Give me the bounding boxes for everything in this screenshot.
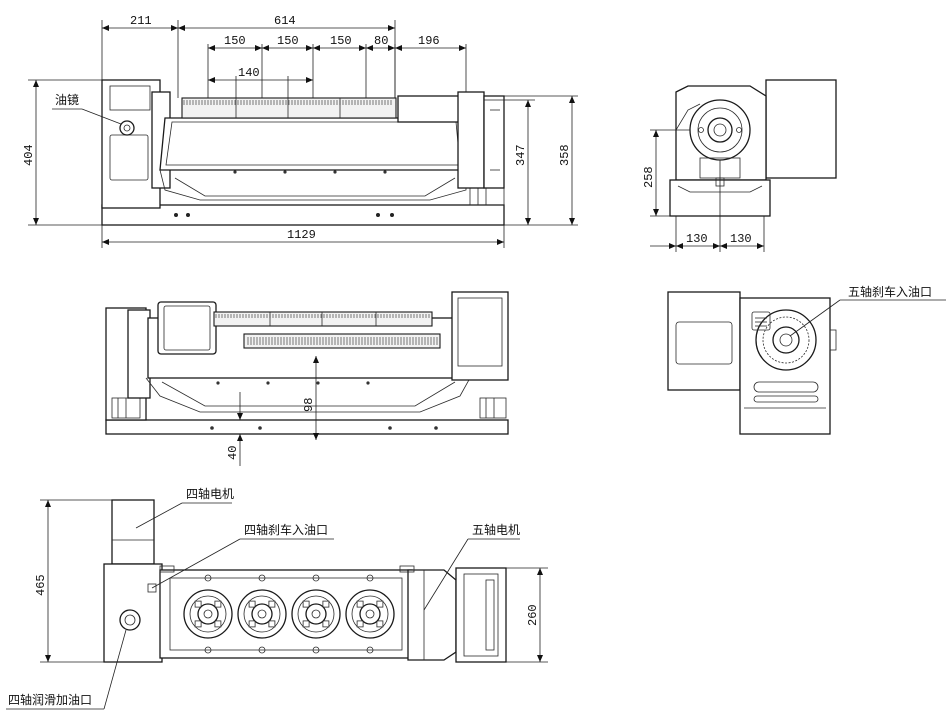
dim-150-a: 150 (224, 34, 246, 48)
lube-oil-inlet (119, 609, 141, 631)
label-fourth-axis-brake-oil-inlet: 四轴刹车入油口 (244, 522, 328, 537)
rear-motor (157, 301, 217, 355)
rear-elevation-view: 98 40 (105, 291, 509, 466)
dim-347: 347 (514, 144, 528, 166)
dim-258: 258 (642, 166, 656, 188)
brake-oil-inlet-fitting (751, 311, 771, 331)
dim-404: 404 (22, 144, 36, 166)
fourth-axis-housing (103, 563, 163, 663)
side-view: 258 130 130 (642, 79, 837, 252)
left-motor-housing (101, 79, 161, 209)
plan-view: 465 260 四轴电机 四轴刹车入油口 五轴电机 四轴润滑加油口 (6, 486, 548, 710)
label-fourth-axis-motor: 四轴电机 (186, 486, 234, 501)
cradle-body (159, 117, 467, 171)
label-oil-mirror: 油镜 (55, 92, 79, 107)
front-elevation-view: 211 614 150 150 150 80 196 140 404 347 (22, 14, 578, 248)
label-fifth-axis-brake-oil-inlet: 五轴刹车入油口 (848, 284, 932, 299)
label-fourth-axis-lube-oil-inlet: 四轴润滑加油口 (8, 692, 92, 707)
right-foot (469, 187, 505, 206)
fifth-axis-housing (455, 567, 507, 663)
rear-base (105, 419, 509, 435)
dim-150-b: 150 (277, 34, 299, 48)
rear-tslot-table (213, 311, 433, 327)
dim-98: 98 (302, 398, 316, 412)
dim-614: 614 (274, 14, 296, 28)
tslot-table (181, 97, 397, 119)
dim-1129: 1129 (287, 228, 316, 242)
end-view: 五轴刹车入油口 (667, 284, 946, 435)
dim-465: 465 (34, 574, 48, 596)
label-fifth-axis-motor: 五轴电机 (472, 522, 520, 537)
dim-150-c: 150 (330, 34, 352, 48)
fourth-axis-motor-body (111, 499, 155, 565)
fifth-axis-motor-body (407, 569, 457, 661)
dim-358: 358 (558, 144, 572, 166)
dim-140: 140 (238, 66, 260, 80)
end-body (739, 297, 831, 435)
base-plate (101, 204, 505, 226)
rear-rack (243, 333, 441, 349)
dim-196: 196 (418, 34, 440, 48)
dim-130-b: 130 (730, 232, 752, 246)
oil-mirror-glass (119, 120, 135, 136)
end-motor-box (667, 291, 741, 391)
dim-80: 80 (374, 34, 388, 48)
dim-260: 260 (526, 604, 540, 626)
rear-right-head (451, 291, 509, 381)
side-motor-box (765, 79, 837, 179)
dim-40: 40 (226, 446, 240, 460)
dim-211: 211 (130, 14, 152, 28)
dim-130-a: 130 (686, 232, 708, 246)
